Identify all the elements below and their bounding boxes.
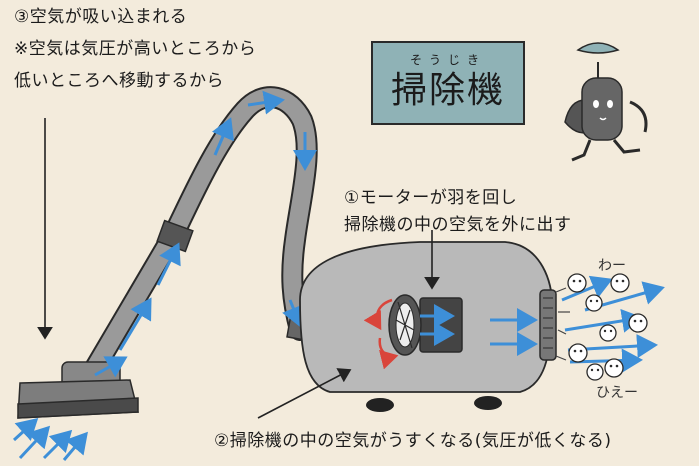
sound-wa: わー <box>598 258 626 274</box>
particle-face-eyes <box>572 279 643 372</box>
intake-arrows <box>12 417 88 461</box>
pointer-arrows <box>37 118 440 419</box>
step3-line1: ③空気が吸い込まれる <box>14 7 188 27</box>
step3-line3: 低いところへ移動するから <box>14 71 224 91</box>
fan-blade-icon <box>388 294 463 356</box>
step1-line2: 掃除機の中の空気を外に出す <box>344 215 572 235</box>
title-main: 掃除機 <box>390 70 505 111</box>
propeller-robot-icon <box>564 42 648 162</box>
step3-line2: ※空気は気圧が高いところから <box>14 39 257 59</box>
fan-rotation-arrows <box>363 298 399 370</box>
speed-lines <box>555 287 570 361</box>
title-box: そうじき 掃除機 <box>371 41 525 125</box>
step2-caption: ②掃除機の中の空気がうすくなる(気圧が低くなる) <box>214 431 612 451</box>
vacuum-hose <box>84 86 326 379</box>
floor-nozzle <box>17 361 139 419</box>
title-ruby: そうじき <box>409 53 486 67</box>
step1-line1: ①モーターが羽を回し <box>344 188 518 208</box>
sound-hie: ひえー <box>596 385 638 401</box>
internal-airflow-arrows <box>420 304 538 356</box>
air-particle-faces-icon <box>567 273 648 381</box>
